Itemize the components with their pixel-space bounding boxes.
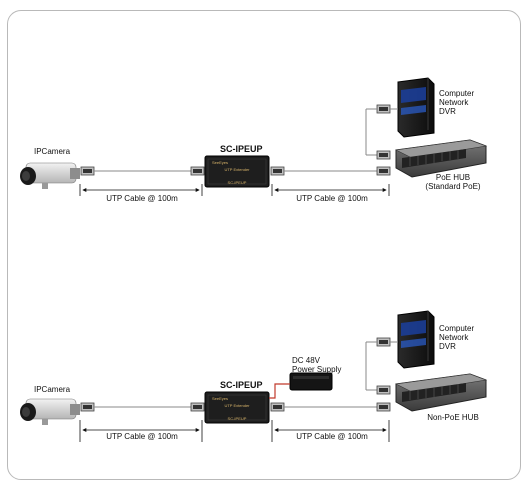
device-model: SC-IPEUP [228,180,247,185]
rj45-connector-icon [376,104,391,114]
camera-label: IPCamera [34,385,71,394]
rj45-connector-icon [190,166,205,176]
top-section: SeeEyes UTP Extender SC-IPEUP [20,77,488,196]
extender-device-icon: SeeEyes UTP Extender SC-IPEUP [204,155,270,188]
rj45-connector-icon [190,402,205,412]
cable-label-right: UTP Cable @ 100m [280,194,384,203]
cable-label-right: UTP Cable @ 100m [280,432,384,441]
rj45-connector-icon [376,150,391,160]
rj45-connector-icon [376,337,391,347]
ip-camera-icon [20,398,80,425]
power-supply-icon [289,372,333,391]
camera-label: IPCamera [34,147,71,156]
device-brand: SeeEyes [212,396,228,401]
cable-label-left: UTP Cable @ 100m [90,432,194,441]
computer-label: Computer Network DVR [439,89,475,116]
rj45-connector-icon [270,402,285,412]
rj45-connector-icon [376,385,391,395]
computer-tower-icon [397,310,435,369]
device-model: SC-IPEUP [228,416,247,421]
poe-hub-icon [394,139,488,178]
rj45-connector-icon [376,166,391,176]
bottom-section: SeeEyes UTP Extender SC-IPEUP [20,310,488,442]
device-brand: SeeEyes [212,160,228,165]
hub-label: PoE HUB (Standard PoE) [425,173,481,191]
computer-tower-icon [397,77,435,138]
extender-device-icon: SeeEyes UTP Extender SC-IPEUP [204,391,270,424]
device-title: SC-IPEUP [220,144,263,154]
device-subtitle: UTP Extender [224,403,250,408]
cable-label-left: UTP Cable @ 100m [90,194,194,203]
hub-label: Non-PoE HUB [427,413,479,422]
power-wire-line [269,383,290,399]
power-supply-label: DC 48V Power Supply [292,356,342,374]
rj45-connector-icon [80,166,95,176]
device-title: SC-IPEUP [220,380,263,390]
diagram-frame [7,10,521,480]
rj45-connector-icon [270,166,285,176]
device-subtitle: UTP Extender [224,167,250,172]
rj45-connector-icon [376,402,391,412]
computer-label: Computer Network DVR [439,324,475,351]
non-poe-hub-icon [394,373,488,412]
ip-camera-icon [20,162,80,189]
rj45-connector-icon [80,402,95,412]
